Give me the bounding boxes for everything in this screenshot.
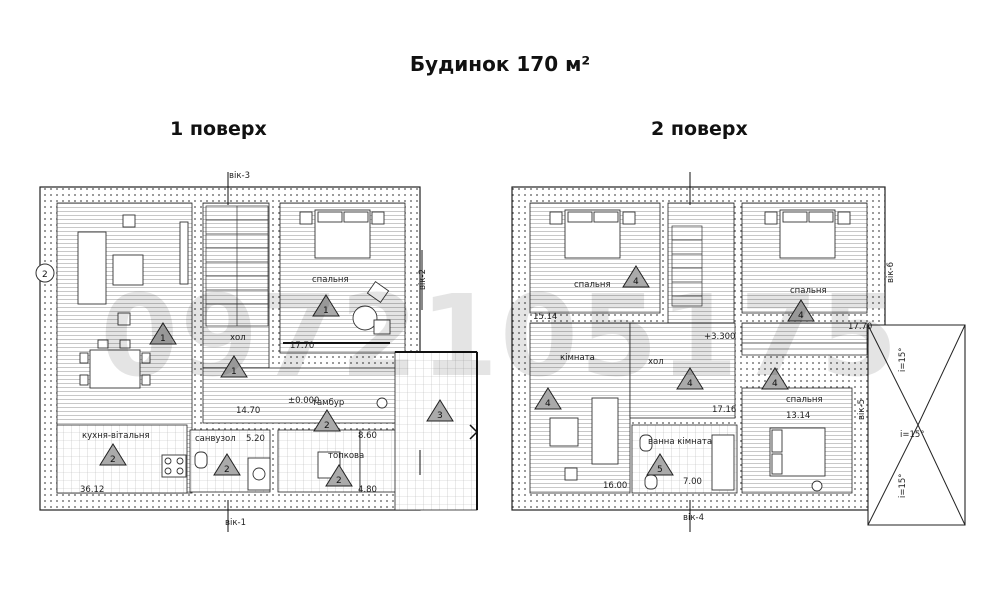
- roof-slope: i=15°: [898, 473, 908, 498]
- room-area: 17.70: [290, 341, 314, 351]
- room-area: 7.00: [683, 477, 702, 487]
- level-mark: ±0.000: [288, 396, 319, 406]
- room-mark: 1: [231, 367, 237, 377]
- room-area: 15.14: [533, 312, 557, 322]
- floor2-heading: 2 поверх: [651, 118, 748, 140]
- room-name: спальня: [790, 286, 827, 296]
- room-area: 8.60: [358, 431, 377, 441]
- roof-slope: i=15°: [898, 347, 908, 372]
- room-mark: 4: [772, 379, 778, 389]
- room-name: спальня: [574, 280, 611, 290]
- room-area: 14.70: [236, 406, 260, 416]
- page-title: Будинок 170 м²: [409, 52, 591, 76]
- room-mark: 4: [798, 311, 804, 321]
- floor1-view-label: вік-2: [418, 269, 428, 290]
- room-area: 17.70: [848, 322, 872, 332]
- floor2-view-label: вік-5: [857, 399, 867, 420]
- room-mark: 2: [324, 421, 330, 431]
- room-area: 36.12: [80, 485, 104, 495]
- room-mark: 3: [437, 411, 443, 421]
- room-name: хол: [648, 357, 664, 367]
- room-name: спальня: [312, 275, 349, 285]
- room-mark: 1: [160, 334, 166, 344]
- room-name: хол: [230, 333, 246, 343]
- room-name: кімната: [560, 353, 595, 363]
- room-name: спальня: [786, 395, 823, 405]
- room-area: 4.80: [358, 485, 377, 495]
- room-name: ванна кімната: [648, 437, 712, 447]
- floor1-view-label: вік-1: [225, 518, 246, 528]
- room-area: 5.20: [246, 434, 265, 444]
- roof-slope: i=15°: [900, 430, 925, 440]
- room-area: 16.00: [603, 481, 627, 491]
- room-mark: 2: [224, 465, 230, 475]
- floor2-view-label: вік-4: [683, 513, 704, 523]
- level-mark: +3.300: [704, 332, 735, 342]
- floor2-view-label: вік-6: [886, 262, 896, 283]
- floor2-plan: [511, 172, 966, 532]
- room-mark: 4: [687, 379, 693, 389]
- floor1-view-label: вік-3: [229, 171, 250, 181]
- room-mark: 5: [657, 465, 663, 475]
- axis-marker: 2: [42, 270, 48, 280]
- floor1-heading: 1 поверх: [170, 118, 267, 140]
- room-name: санвузол: [195, 434, 236, 444]
- room-mark: 2: [110, 455, 116, 465]
- room-name: тамбур: [312, 398, 344, 408]
- room-mark: 4: [545, 399, 551, 409]
- phone-watermark: 0972105175: [100, 272, 899, 402]
- floor1-plan: [35, 172, 479, 532]
- room-name: кухня-вітальня: [82, 431, 150, 441]
- room-mark: 4: [633, 277, 639, 287]
- room-area: 13.14: [786, 411, 810, 421]
- room-mark: 2: [336, 476, 342, 486]
- room-mark: 1: [323, 306, 329, 316]
- room-name: топкова: [328, 451, 364, 461]
- room-area: 17.16: [712, 405, 736, 415]
